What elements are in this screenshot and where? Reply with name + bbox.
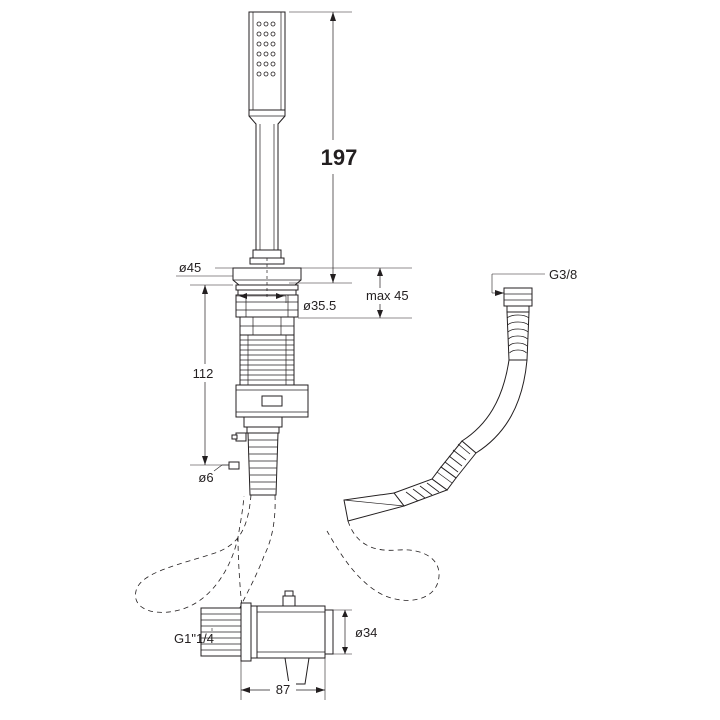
dim-label-g1-1-4: G1"1/4 (174, 631, 214, 646)
dimension-max-deck-thickness: max 45 (298, 267, 414, 319)
upper-hose-stub (248, 433, 278, 495)
dimension-inlet-thread: G1"1/4 (174, 628, 214, 646)
dimension-flange-diameter: ø45 (176, 260, 233, 277)
dim-label-g38: G3/8 (549, 267, 577, 282)
deck-flange-and-shank (222, 268, 308, 495)
dimension-hose-thread: G3/8 (491, 267, 577, 296)
valve-outlet-spout (285, 658, 309, 684)
spray-nozzle-pattern (256, 21, 276, 77)
dim-label-87: 87 (276, 682, 290, 697)
dim-label-valve-diameter: ø34 (355, 625, 377, 640)
dim-label-max-45: max 45 (366, 288, 409, 303)
dimension-valve-diameter: ø34 (333, 609, 377, 655)
valve-top-nipple (283, 591, 295, 606)
hose-connector-assembly (344, 288, 532, 521)
dimension-body-height: 112 (186, 284, 233, 466)
grub-screw (232, 433, 246, 441)
dimension-pin-diameter: ø6 (198, 464, 223, 485)
shower-handset (249, 12, 285, 264)
pin-detail (222, 462, 239, 469)
dim-label-flange-diameter: ø45 (179, 260, 201, 275)
lower-hose-loop-dashed (237, 520, 440, 613)
dim-label-197: 197 (321, 145, 358, 170)
dimension-hole-diameter: ø35.5 (236, 293, 336, 313)
lower-hose-left-dashed (135, 494, 276, 613)
dimension-handset-length: 197 (289, 11, 362, 284)
dim-label-hole-diameter: ø35.5 (303, 298, 336, 313)
dim-label-pin-diameter: ø6 (198, 470, 213, 485)
dim-label-112: 112 (193, 366, 214, 381)
strain-relief-spring (507, 312, 529, 360)
dimension-valve-length: 87 (240, 658, 326, 700)
diverter-valve-body (201, 591, 333, 684)
